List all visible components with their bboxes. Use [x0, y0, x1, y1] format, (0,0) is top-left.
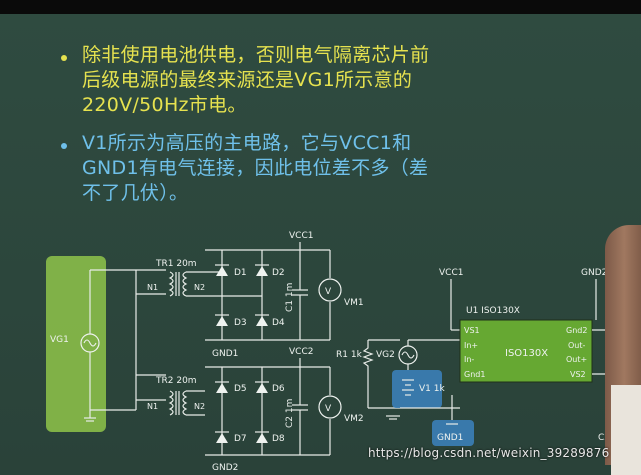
- diode-d6: [256, 383, 268, 393]
- bullet-dot-1: [61, 55, 67, 61]
- d1-label: D1: [234, 268, 247, 278]
- vm1-label: VM1: [344, 298, 364, 308]
- pin-gnd2: Gnd2: [566, 326, 587, 335]
- diode-d8: [256, 433, 268, 443]
- vg1-highlight-box: [46, 256, 106, 432]
- diode-d3: [216, 316, 228, 326]
- v1-label: V1 1k: [419, 384, 445, 394]
- resistor-r1: [362, 340, 374, 386]
- d8-label: D8: [272, 434, 285, 444]
- gnd2-label: GND2: [212, 463, 238, 473]
- tr1-n1: N1: [147, 283, 158, 292]
- vg1-label: VG1: [50, 335, 69, 345]
- bullet-2-line-2: GND1有电气连接，因此电位差不多（差: [82, 157, 429, 179]
- presenter-shirt: [611, 385, 641, 475]
- gnd1-label: GND1: [212, 349, 238, 359]
- watermark-url: https://blog.csdn.net/weixin_39289876: [368, 446, 610, 460]
- bullet-2-line-3: 不了几伏）。: [82, 182, 189, 204]
- gnd1-box: [432, 420, 474, 446]
- gnd1-box-label: GND1: [437, 433, 463, 443]
- c2-label: C2 1m: [285, 399, 295, 428]
- svg-text:V: V: [325, 287, 332, 297]
- pin-in-minus: In-: [464, 355, 474, 364]
- pin-in-plus: In+: [464, 341, 478, 350]
- diode-d7: [216, 433, 228, 443]
- diode-d1: [216, 266, 228, 276]
- vm2-voltmeter: [318, 395, 342, 419]
- iso130x-chip: [459, 319, 593, 383]
- tr2-label: TR2 20m: [155, 376, 197, 386]
- d2-label: D2: [272, 268, 285, 278]
- svg-text:V: V: [325, 404, 332, 414]
- bullet-1-line-1: 除非使用电池供电，否则电气隔离芯片前: [82, 44, 430, 66]
- vm2-label: VM2: [344, 414, 364, 424]
- bullet-1-line-3: 220V/50Hz市电。: [82, 94, 247, 116]
- chalkboard-background: [0, 14, 641, 475]
- tr2-n1: N1: [147, 402, 158, 411]
- d3-label: D3: [234, 318, 247, 328]
- vg2-label: VG2: [376, 350, 395, 360]
- vcc2-label: VCC2: [289, 347, 313, 357]
- pin-gnd1: Gnd1: [464, 370, 485, 379]
- d5-label: D5: [234, 384, 247, 394]
- bullet-dot-2: [61, 143, 67, 149]
- pin-out-minus: Out-: [568, 341, 586, 350]
- tr1-label: TR1 20m: [155, 259, 197, 269]
- d6-label: D6: [272, 384, 285, 394]
- tr1-primary-coil: [168, 271, 174, 297]
- top-bar: [0, 0, 641, 14]
- chip-name: ISO130X: [505, 348, 548, 359]
- gnd2-right-label: GND2: [581, 268, 607, 278]
- bullet-2-line-1: V1所示为高压的主电路，它与VCC1和: [82, 132, 412, 154]
- tr2-n2: N2: [194, 402, 205, 411]
- vm1-voltmeter: [318, 278, 342, 302]
- c2-right-label: C2: [598, 433, 610, 443]
- tr1-n2: N2: [194, 283, 205, 292]
- bullet-1-line-2: 后级电源的最终来源还是VG1所示意的: [82, 69, 413, 91]
- diode-d2: [256, 266, 268, 276]
- tr2-primary-coil: [168, 390, 174, 416]
- pin-out-plus: Out+: [566, 355, 587, 364]
- d7-label: D7: [234, 434, 247, 444]
- tr2-secondary-coil: [182, 390, 188, 416]
- pin-vs1: VS1: [464, 326, 480, 335]
- c1-label: C1 1m: [285, 283, 295, 312]
- tr1-secondary-coil: [182, 271, 188, 297]
- pin-vs2: VS2: [570, 370, 586, 379]
- u1-label: U1 ISO130X: [466, 306, 520, 316]
- vcc1-right-label: VCC1: [439, 268, 463, 278]
- d4-label: D4: [272, 318, 285, 328]
- vcc1-label: VCC1: [289, 231, 313, 241]
- r1-label: R1 1k: [336, 350, 363, 360]
- diode-d5: [216, 383, 228, 393]
- diode-d4: [256, 316, 268, 326]
